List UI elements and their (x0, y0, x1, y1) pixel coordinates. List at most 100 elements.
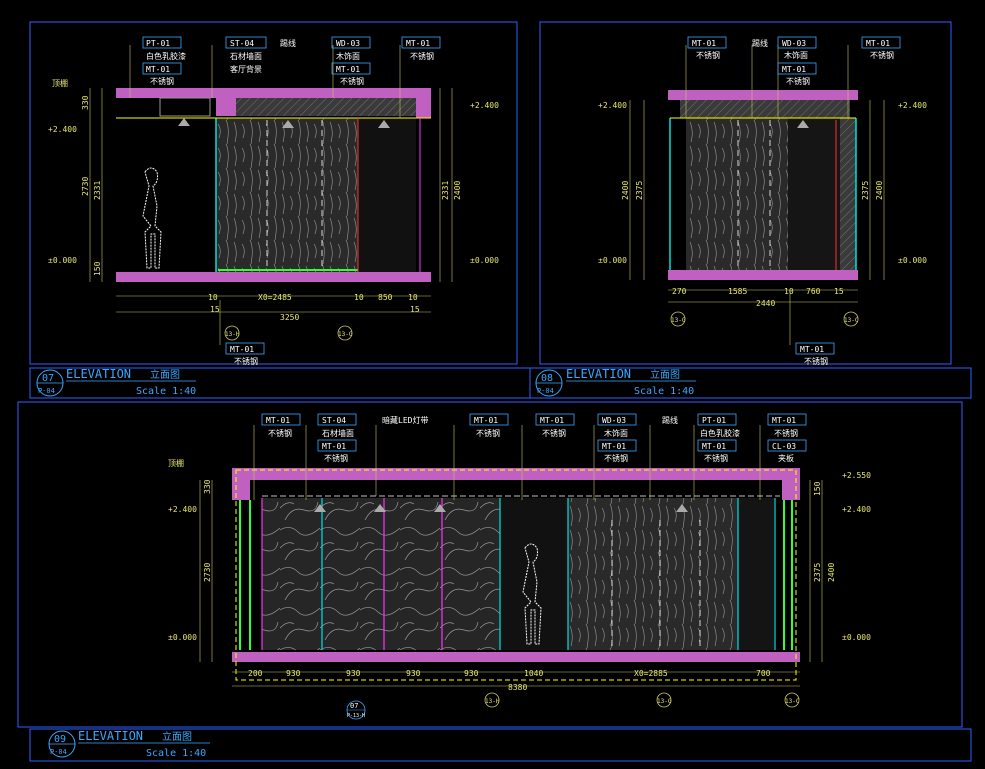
d08-title: ELEVATION (566, 367, 631, 381)
d07-human-figure (142, 167, 162, 269)
d09-tag-0-code: MT-01 (266, 416, 290, 425)
d07-hdim-4: 850 (378, 293, 393, 302)
d07-tag-7-desc: 不锈钢 (410, 51, 434, 61)
d09-ref-bottom: P-13-H (347, 713, 365, 719)
d09-vdim-2: 2375 (813, 563, 822, 582)
d08-vdim-2: 2375 (861, 181, 870, 200)
d07-dimensions (89, 88, 453, 313)
d08-vdim-0: 2400 (621, 181, 630, 200)
d09-ref-top: 07 (350, 702, 358, 710)
d09-grid-1: 13-G (657, 698, 672, 705)
drawing-07-frame (29, 21, 518, 365)
d08-tag-0-code: MT-01 (692, 39, 716, 48)
d09-level-1: +2.400 (168, 505, 197, 514)
d07-tag-1-desc: 不锈钢 (150, 76, 174, 86)
d09-top-label: 顶棚 (168, 458, 184, 468)
d09-tag-12-code: CL-03 (772, 442, 796, 451)
d09-level-2: ±0.000 (168, 633, 197, 642)
d07-vdim-3: 2400 (453, 181, 462, 200)
d08-vdim-1: 2375 (635, 181, 644, 200)
d08-grid-1: 13-C (844, 317, 859, 324)
d09-tag-10-desc: 不锈钢 (704, 453, 728, 463)
d07-hdim-6: 15 (410, 305, 420, 314)
d09-level-3: +2.400 (842, 505, 871, 514)
drawing-07: PT-01 白色乳胶漆 MT-01 不锈钢 ST-04 石材墙面 客厅背景 踢线… (29, 21, 518, 366)
d07-ceiling-hatch (236, 98, 416, 116)
d08-level-2: +2.400 (898, 101, 927, 110)
d08-tag-3-code: MT-01 (782, 65, 806, 74)
title-bar-09: 09 P-04 ELEVATION 立面图 Scale 1:40 (29, 728, 972, 762)
d09-tag-7-desc: 不锈钢 (604, 453, 628, 463)
d09-hdim-1: 930 (286, 669, 301, 678)
d09-tag-0-desc: 不锈钢 (268, 428, 292, 438)
d08-hdim-0: 270 (672, 287, 687, 296)
d09-title: ELEVATION (78, 729, 143, 743)
d09-tag-1-code: ST-04 (322, 416, 346, 425)
d07-number: 07 (42, 373, 54, 384)
d08-tag-1-desc: 踢线 (752, 38, 768, 48)
drawing-09-frame (17, 401, 963, 728)
d09-tag-9-code: PT-01 (702, 416, 726, 425)
d07-wall-gap (358, 118, 416, 272)
d08-tag-3-desc: 不锈钢 (786, 76, 810, 86)
d07-hdim-5: 10 (408, 293, 418, 302)
d07-tag-1-code: MT-01 (146, 65, 170, 74)
d08-tag-4-desc: 不锈钢 (870, 50, 894, 60)
d07-ceiling-band (116, 88, 431, 98)
d07-floor-band (116, 272, 431, 282)
d07-right-pier (416, 88, 431, 118)
drawing-08-frame (539, 21, 952, 365)
d09-hdim-2: 930 (346, 669, 361, 678)
d09-tag-1-desc: 石材墙面 (322, 428, 354, 438)
d07-hdim-2: X0=2485 (258, 293, 292, 302)
d08-bottom-tag-desc: 不锈钢 (804, 356, 828, 366)
d09-tag-3-desc: 暗藏LED灯带 (382, 415, 428, 425)
d08-hdim-5: 2440 (756, 299, 775, 308)
d09-hdim-6: X0=2885 (634, 669, 668, 678)
d07-ceiling-box (159, 97, 211, 117)
d08-vdim-3: 2400 (875, 181, 884, 200)
d09-scale: Scale 1:40 (146, 748, 206, 759)
d07-stone-wall (216, 118, 358, 272)
d08-title-cn: 立面图 (650, 368, 680, 381)
d07-vdim-0: 330 (81, 95, 90, 110)
d09-tag-6-code: WD-03 (602, 416, 626, 425)
d07-title-cn: 立面图 (150, 368, 180, 381)
d07-vdim-2: 2331 (93, 181, 102, 200)
d07-sheet: P-04 (38, 387, 55, 395)
d07-tag-6-desc: 不锈钢 (340, 76, 364, 86)
d07-bottom-tag-desc: 不锈钢 (234, 356, 258, 366)
d07-vdim-1: 2730 (81, 177, 90, 196)
d08-level-0: +2.400 (598, 101, 627, 110)
d09-tag-2-code: MT-01 (322, 442, 346, 451)
d09-tag-11-desc: 不锈钢 (774, 428, 798, 438)
d08-sheet: P-04 (537, 387, 554, 395)
d07-tag-2-code: ST-04 (230, 39, 254, 48)
d09-vdim-0: 330 (203, 479, 212, 494)
d09-hdim-8: 8380 (508, 683, 527, 692)
d09-level-0: +2.550 (842, 471, 871, 480)
d07-level-1: ±0.000 (48, 256, 77, 265)
d08-tag-4-code: MT-01 (866, 39, 890, 48)
d07-level-0: +2.400 (48, 125, 77, 134)
d09-grid-0: 13-H (485, 698, 500, 705)
d08-number: 08 (541, 373, 553, 384)
d09-sheet: P-04 (50, 748, 67, 756)
d07-grid-1: 13-G (338, 331, 353, 338)
d07-tag-4-desc: 踢线 (280, 38, 296, 48)
d09-number: 09 (54, 734, 66, 745)
d09-tag-7-code: MT-01 (602, 442, 626, 451)
d09-vdim-1: 2730 (203, 563, 212, 582)
d07-scale: Scale 1:40 (136, 386, 196, 397)
d09-vdim-4: 150 (813, 481, 822, 496)
d08-grid-0: 13-G (671, 317, 686, 324)
d07-bottom-tag-code: MT-01 (230, 345, 254, 354)
d08-hdim-2: 10 (784, 287, 794, 296)
d07-hdim-3: 10 (354, 293, 364, 302)
d08-level-3: ±0.000 (898, 256, 927, 265)
d07-tag-0-code: PT-01 (146, 39, 170, 48)
d07-top-label: 顶棚 (52, 78, 68, 88)
d07-level-3: ±0.000 (470, 256, 499, 265)
d07-ceiling-pier (216, 98, 236, 116)
